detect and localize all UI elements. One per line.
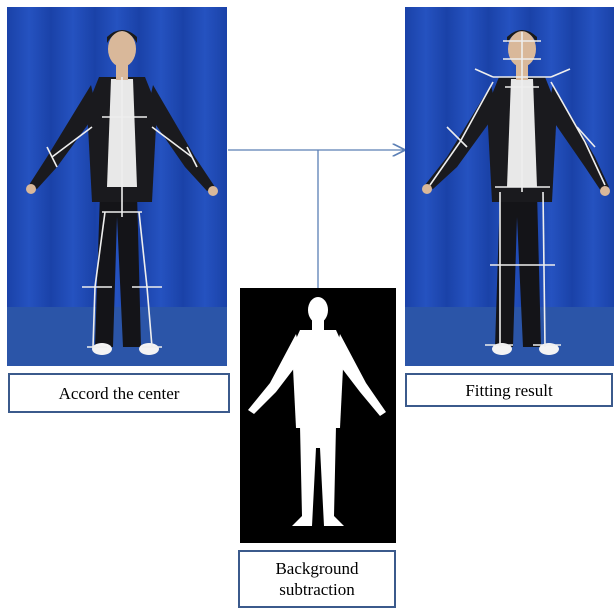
label-bg-line1: Background <box>275 558 358 579</box>
label-fitting-result: Fitting result <box>405 373 613 407</box>
photo-accord-center <box>7 7 227 366</box>
label-accord-center: Accord the center <box>8 373 230 413</box>
label-bg-line2: subtraction <box>279 579 355 600</box>
label-accord-center-text: Accord the center <box>59 383 180 404</box>
photo-fitting-result <box>405 7 614 366</box>
label-fitting-result-text: Fitting result <box>465 380 552 401</box>
label-background-subtraction: Background subtraction <box>238 550 396 608</box>
silhouette-image <box>240 288 396 543</box>
